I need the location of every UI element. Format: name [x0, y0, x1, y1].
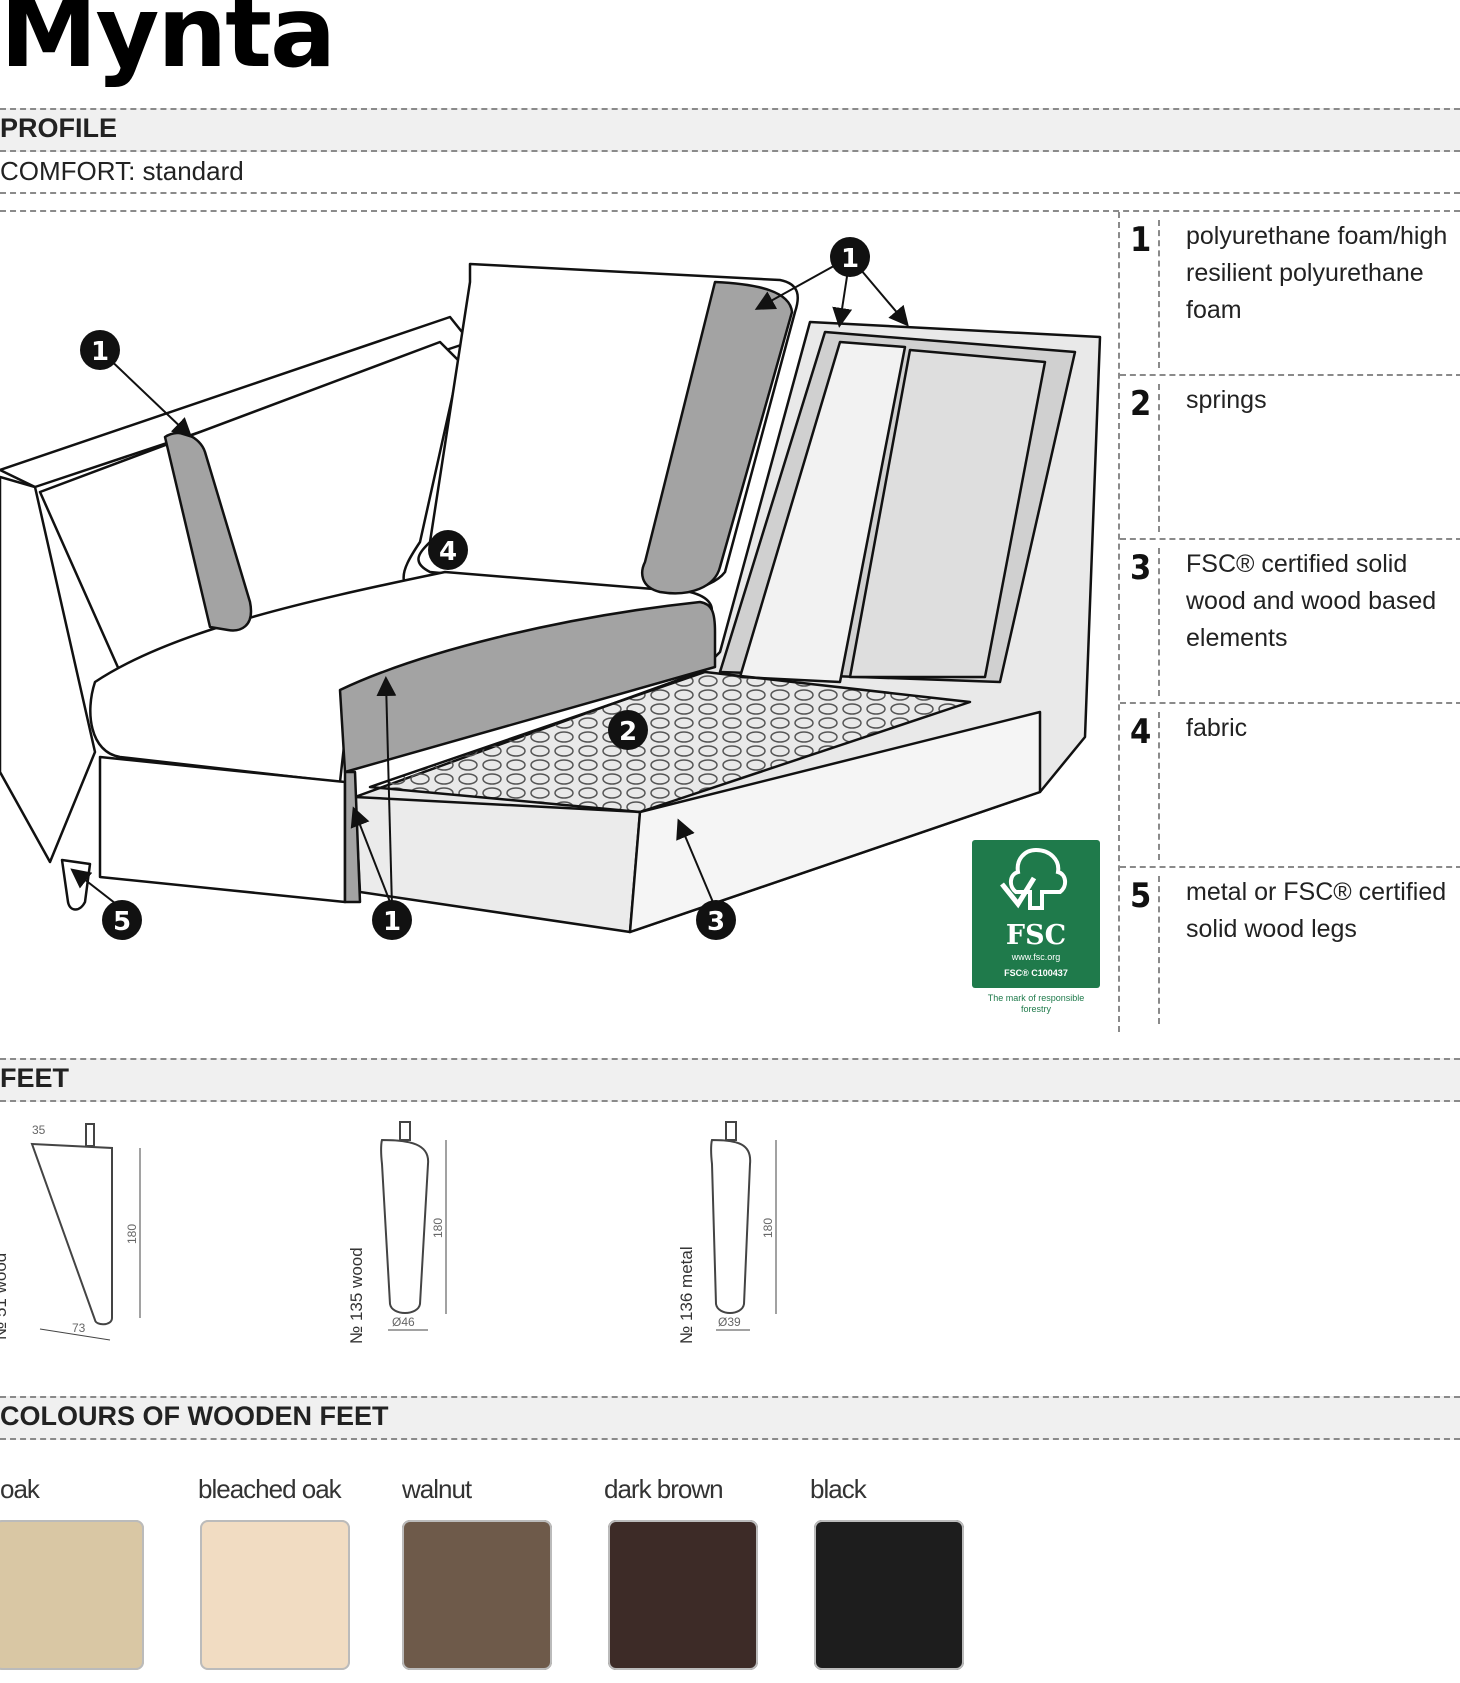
colours-heading: COLOURS OF WOODEN FEET	[0, 1396, 1460, 1440]
marker-1-bottom: 1	[372, 900, 412, 940]
svg-text:5: 5	[113, 907, 131, 937]
foot-135-drawing	[380, 1121, 447, 1331]
swatch-label-bleached-oak: bleached oak	[198, 1474, 342, 1504]
swatch-bleached-oak[interactable]	[200, 1520, 350, 1670]
swatch-label-walnut: walnut	[402, 1474, 472, 1504]
legend-number: 4	[1130, 712, 1160, 860]
foot-135-height: 180	[431, 1218, 445, 1238]
comfort-value: standard	[142, 156, 244, 186]
feet-drawings: 180 35 73 № 51 wood 180 Ø46 № 135 wood 1…	[0, 1121, 777, 1344]
profile-heading-text: PROFILE	[0, 113, 118, 143]
swatch-label-dark-brown: dark brown	[604, 1474, 724, 1504]
legend-text: FSC® certified solid wood and wood based…	[1186, 550, 1437, 652]
sofa-construction-diagram: 1 1 1 2 3 4 5	[0, 237, 1102, 940]
comfort-line: COMFORT: standard	[0, 152, 1460, 194]
legend-number: 1	[1130, 220, 1160, 368]
svg-text:4: 4	[439, 537, 457, 567]
comfort-label: COMFORT:	[0, 156, 136, 186]
foot-51-height: 180	[125, 1224, 139, 1244]
foot-136-drawing	[710, 1121, 777, 1331]
colours-heading-text: COLOURS OF WOODEN FEET	[0, 1401, 389, 1431]
svg-text:2: 2	[619, 717, 637, 747]
foot-135-diameter: Ø46	[392, 1315, 415, 1329]
fsc-badge: FSC www.fsc.org FSC® C100437	[972, 840, 1100, 988]
legend-row: 2 springs	[1120, 376, 1460, 540]
swatch-label-black: black	[810, 1474, 867, 1504]
foot-51-drawing	[30, 1123, 141, 1341]
marker-5: 5	[102, 900, 142, 940]
legend-number: 5	[1130, 876, 1160, 1024]
feet-heading-text: FEET	[0, 1063, 70, 1093]
svg-text:1: 1	[383, 907, 401, 937]
legend-row: 5 metal or FSC® certified solid wood leg…	[1120, 868, 1460, 1032]
legend-number: 3	[1130, 548, 1160, 696]
swatch-oak[interactable]	[0, 1520, 144, 1670]
marker-4: 4	[428, 530, 468, 570]
swatch-label-oak: oak	[0, 1474, 40, 1504]
feet-heading: FEET	[0, 1058, 1460, 1102]
foot-135-label: № 135 wood	[347, 1247, 366, 1344]
legend-number: 2	[1130, 384, 1160, 532]
svg-text:1: 1	[91, 337, 109, 367]
marker-1-top: 1	[830, 237, 870, 277]
fsc-code: FSC® C100437	[1004, 968, 1068, 978]
profile-heading: PROFILE	[0, 108, 1460, 152]
legend-text: metal or FSC® certified solid wood legs	[1186, 878, 1447, 943]
marker-3: 3	[696, 900, 736, 940]
marker-2: 2	[608, 710, 648, 750]
marker-1-left: 1	[80, 330, 120, 370]
fsc-logo: FSC www.fsc.org FSC® C100437 The mark of…	[972, 840, 1100, 1015]
legend-row: 3 FSC® certified solid wood and wood bas…	[1120, 540, 1460, 704]
legend-text: springs	[1186, 386, 1267, 414]
fsc-tree-icon	[1000, 847, 1067, 910]
fsc-name: FSC	[1005, 920, 1067, 951]
materials-legend: 1 polyurethane foam/high resilient polyu…	[1118, 212, 1460, 1032]
swatch-black[interactable]	[814, 1520, 964, 1670]
diagram-markers: 1 1 1 2 3 4 5	[80, 237, 870, 940]
svg-text:1: 1	[841, 244, 859, 274]
product-title: Mynta	[0, 0, 336, 90]
foot-136-label: № 136 metal	[677, 1246, 696, 1344]
foot-51-top-width: 35	[32, 1123, 46, 1137]
foot-51-label: № 51 wood	[0, 1253, 10, 1340]
foot-136-height: 180	[761, 1218, 775, 1238]
fsc-tagline: The mark of responsible forestry	[987, 993, 1085, 1014]
legend-text: fabric	[1186, 714, 1248, 742]
legend-text: polyurethane foam/high resilient polyure…	[1186, 222, 1448, 324]
fsc-url: www.fsc.org	[1011, 952, 1061, 962]
swatch-walnut[interactable]	[402, 1520, 552, 1670]
legend-row: 1 polyurethane foam/high resilient polyu…	[1120, 212, 1460, 376]
swatch-dark-brown[interactable]	[608, 1520, 758, 1670]
diagram-top-divider	[0, 210, 1460, 212]
svg-text:3: 3	[707, 907, 725, 937]
legend-row: 4 fabric	[1120, 704, 1460, 868]
foot-51-bottom-width: 73	[72, 1321, 86, 1335]
foot-136-diameter: Ø39	[718, 1315, 741, 1329]
